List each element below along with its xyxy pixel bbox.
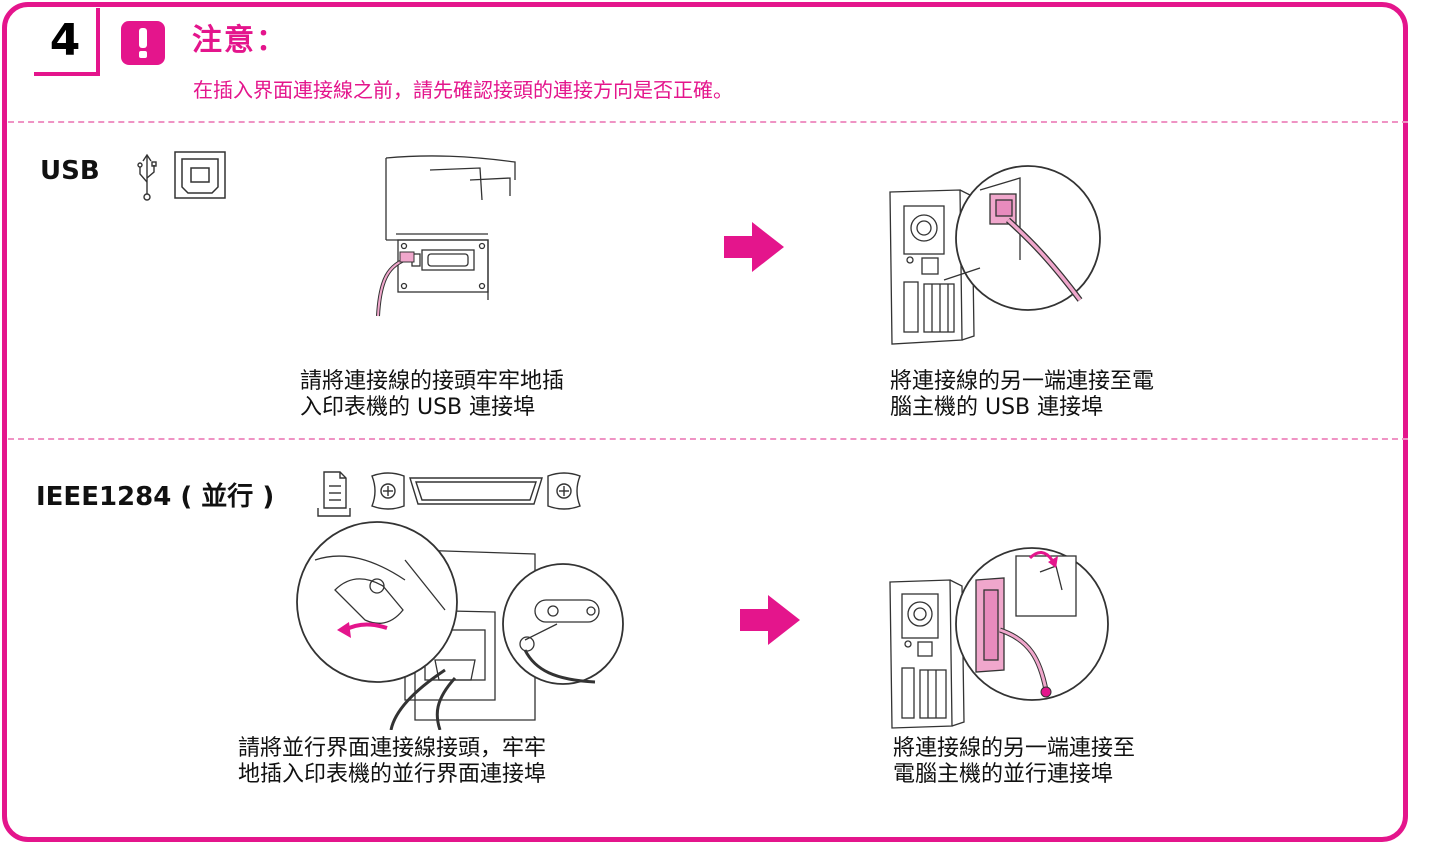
computer-parallel-illustration — [889, 547, 1109, 729]
divider-middle — [8, 438, 1408, 440]
usb-printer-caption: 請將連接線的接頭牢牢地插 入印表機的 USB 連接埠 — [300, 369, 564, 421]
parallel-printer-caption: 請將並行界面連接線接頭，牢牢 地插入印表機的並行界面連接埠 — [238, 736, 546, 788]
usb-computer-caption-line2: 腦主機的 USB 連接埠 — [890, 395, 1104, 420]
parallel-computer-caption-line2: 電腦主機的並行連接埠 — [893, 762, 1114, 787]
parallel-printer-caption-line2: 地插入印表機的並行界面連接埠 — [238, 762, 547, 787]
usb-printer-caption-line2: 入印表機的 USB 連接埠 — [300, 395, 536, 420]
usb-symbol-icon — [137, 153, 157, 201]
caution-text: 在插入界面連接線之前，請先確認接頭的連接方向是否正確。 — [193, 78, 733, 102]
parallel-computer-caption: 將連接線的另一端連接至 電腦主機的並行連接埠 — [893, 736, 1135, 788]
usb-label: USB — [40, 156, 100, 186]
document-icon — [317, 471, 351, 517]
parallel-label: IEEE1284 ( 並行 ) — [36, 482, 275, 512]
usb-computer-caption: 將連接線的另一端連接至電 腦主機的 USB 連接埠 — [890, 369, 1154, 421]
printer-usb-illustration — [376, 155, 516, 317]
usb-computer-caption-line1: 將連接線的另一端連接至電 — [890, 369, 1155, 394]
step-number: 4 — [34, 8, 100, 76]
right-arrow-icon — [724, 222, 784, 272]
parallel-computer-caption-line1: 將連接線的另一端連接至 — [893, 736, 1136, 761]
parallel-printer-caption-line1: 請將並行界面連接線接頭，牢牢 — [238, 736, 547, 761]
usb-printer-caption-line1: 請將連接線的接頭牢牢地插 — [300, 369, 565, 394]
printer-parallel-illustration — [296, 521, 624, 730]
parallel-port-icon — [371, 472, 581, 510]
computer-usb-illustration — [889, 165, 1101, 345]
caution-title: 注意： — [192, 23, 288, 58]
caution-icon — [121, 21, 165, 65]
divider-top — [8, 121, 1408, 123]
usb-port-icon — [174, 151, 226, 199]
right-arrow-icon-2 — [740, 595, 800, 645]
